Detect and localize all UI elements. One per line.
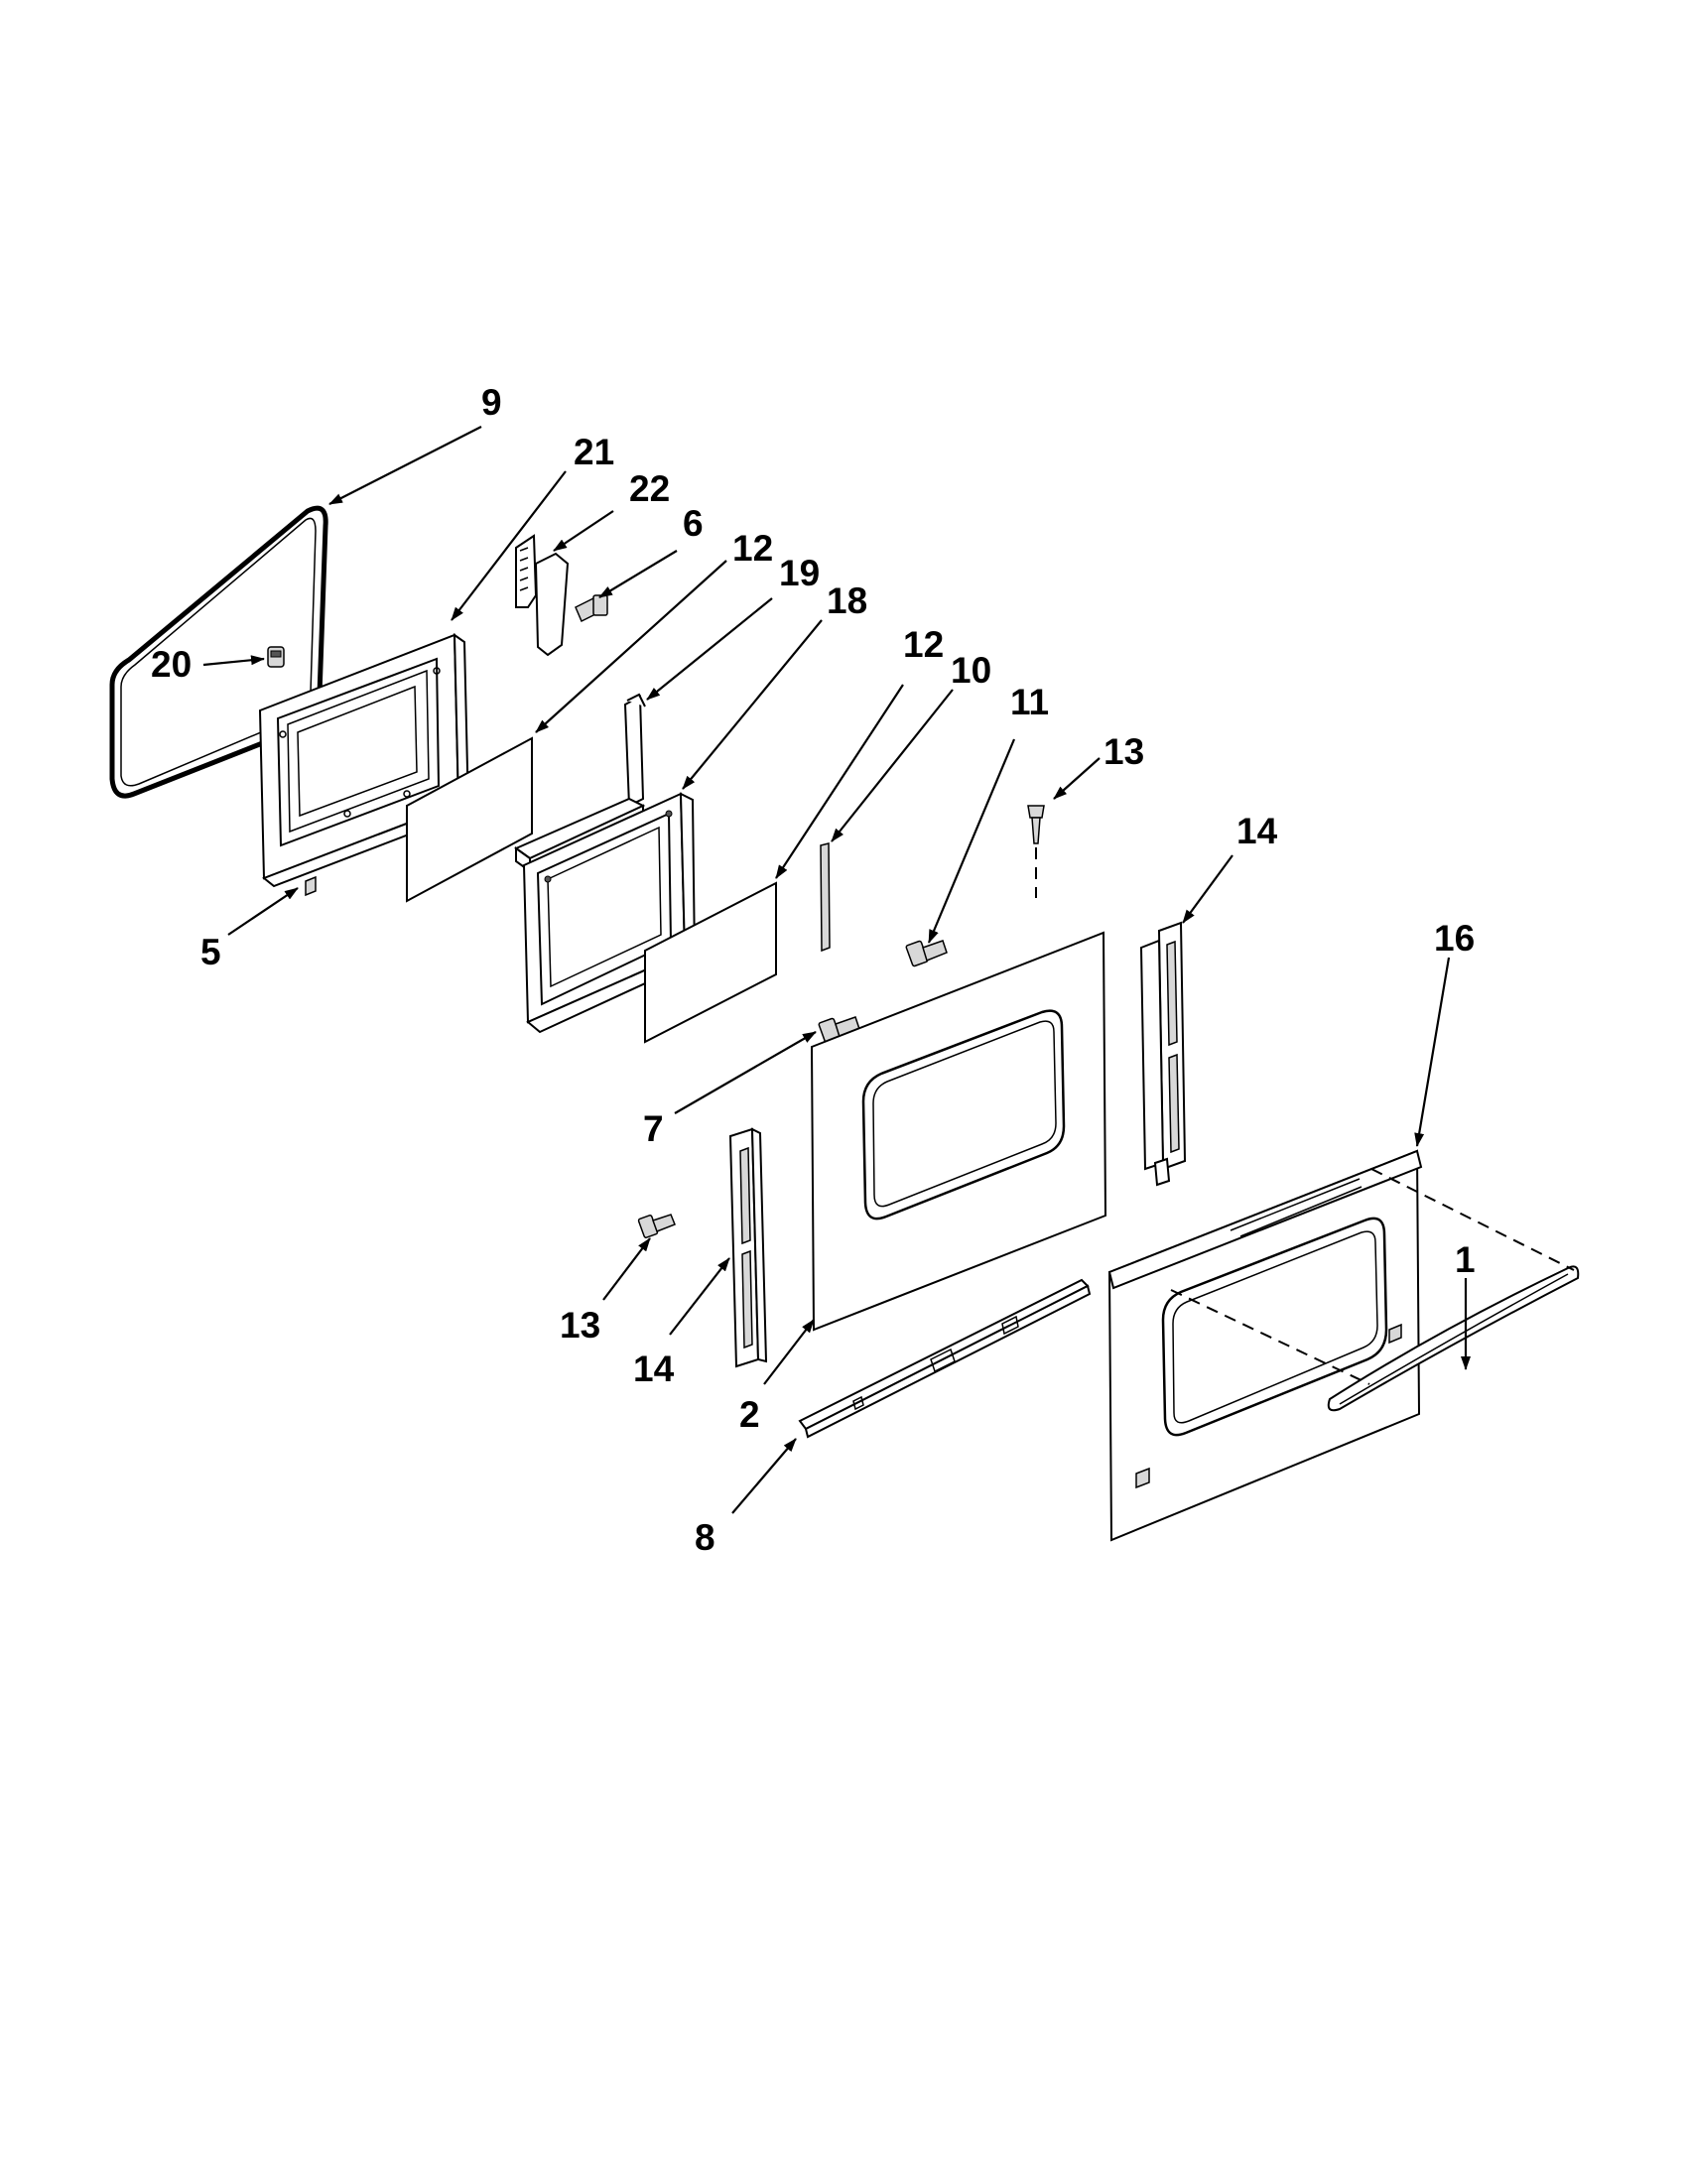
callout-22: 22: [629, 468, 670, 509]
callout-19: 19: [779, 553, 820, 593]
callout-13-lower: 13: [560, 1305, 600, 1346]
part-2-outer-glass: [810, 931, 1107, 1332]
callout-18: 18: [827, 580, 867, 621]
callout-14-right: 14: [1236, 811, 1278, 851]
callout-16: 16: [1434, 918, 1475, 959]
callout-21: 21: [574, 432, 614, 472]
part-10-retainer-strip: [820, 842, 831, 953]
callout-6: 6: [683, 503, 704, 544]
callout-9: 9: [481, 382, 502, 423]
part-6-screw: [575, 594, 608, 623]
callout-1: 1: [1455, 1239, 1476, 1280]
callout-11: 11: [1010, 682, 1049, 722]
callout-5: 5: [200, 932, 221, 972]
callout-13-upper: 13: [1104, 731, 1144, 772]
part-16-outer-door-panel: [1107, 1149, 1423, 1542]
part-13-screw-upper: [1027, 805, 1045, 898]
callout-10: 10: [951, 650, 991, 691]
part-22-hinge-receiver: [515, 534, 570, 657]
part-8-bottom-vent-trim: [798, 1278, 1092, 1439]
callout-7: 7: [643, 1108, 664, 1149]
leader-lines: [202, 426, 1471, 1514]
part-12-glass-panel: [644, 881, 777, 1044]
part-14-side-trim-left: [728, 1127, 768, 1368]
part-5-clip: [305, 875, 317, 897]
callout-8: 8: [695, 1517, 715, 1558]
callout-14-left: 14: [633, 1349, 675, 1389]
callout-2: 2: [739, 1394, 760, 1435]
callout-12-upper: 12: [732, 528, 773, 569]
part-1-door-handle: [1170, 1168, 1580, 1412]
part-14-side-trim-right: [1139, 921, 1187, 1187]
callout-labels: 9 21 22 6 12 19 18 12 10 11 13 14 16 20 …: [151, 382, 1476, 1558]
part-11-screw: [905, 940, 948, 967]
part-12-inner-glass: [406, 736, 533, 903]
part-13-screw-lower: [637, 1214, 676, 1238]
part-20-gasket-clip: [267, 646, 285, 668]
callout-20: 20: [151, 644, 192, 685]
callout-12-middle: 12: [903, 624, 944, 665]
